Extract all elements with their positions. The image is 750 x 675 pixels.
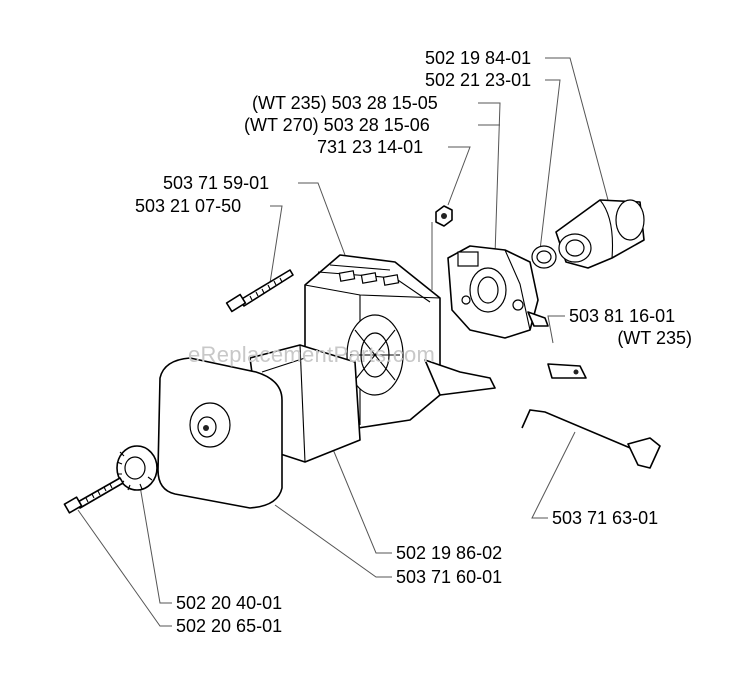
part-label-502-20-65-01: 502 20 65-01 [176,616,283,636]
part-label-502-21-23-01: 502 21 23-01 [425,70,532,90]
gasket-ring-part [531,245,557,269]
leader-503-71-59-01 [298,182,346,256]
knob-part [116,445,158,491]
part-label-wt235: (WT 235) [617,328,692,348]
leader-502-19-84-01 [545,57,609,201]
leader-502-21-23-01 [539,79,561,251]
leader-503-71-63-01 [531,431,576,519]
filter-cover-part [157,357,283,509]
leader-503-21-07-50 [269,205,283,284]
leader-503-71-60-01 [274,504,392,578]
part-label-503-81-16-01: 503 81 16-01 [569,306,676,326]
part-label-502-20-40-01: 502 20 40-01 [176,593,283,613]
leader-502-20-40-01 [139,485,172,604]
leader-502-20-65-01 [77,509,172,627]
part-label-503-71-59-01: 503 71 59-01 [163,173,270,193]
bolt-part [63,477,124,514]
part-label-503-21-07-50: 503 21 07-50 [135,196,242,216]
part-label-502-19-86-02: 502 19 86-02 [396,543,503,563]
part-label-wt235-503-28-15-05: (WT 235) 503 28 15-05 [252,93,438,113]
part-label-503-71-60-01: 503 71 60-01 [396,567,503,587]
leader-503-28-15-05 [478,102,501,256]
leader-731-23-14-01 [447,146,471,206]
leader-502-19-86-02 [324,429,392,554]
part-label-503-71-63-01: 503 71 63-01 [552,508,659,528]
leader-lines [77,57,609,627]
choke-link-part [547,363,587,379]
part-label-731-23-14-01: 731 23 14-01 [317,137,424,157]
housing-screw-part [225,269,294,313]
part-label-wt270-503-28-15-06: (WT 270) 503 28 15-06 [244,115,430,135]
wire-rod-part [521,409,661,469]
nut-part [435,205,453,227]
watermark: eReplacementParts.com [188,342,436,367]
part-label-502-19-84-01: 502 19 84-01 [425,48,532,68]
leader-503-81-16-01 [547,315,565,344]
intake-boot-part [555,199,645,269]
carburetor-part [447,245,549,339]
